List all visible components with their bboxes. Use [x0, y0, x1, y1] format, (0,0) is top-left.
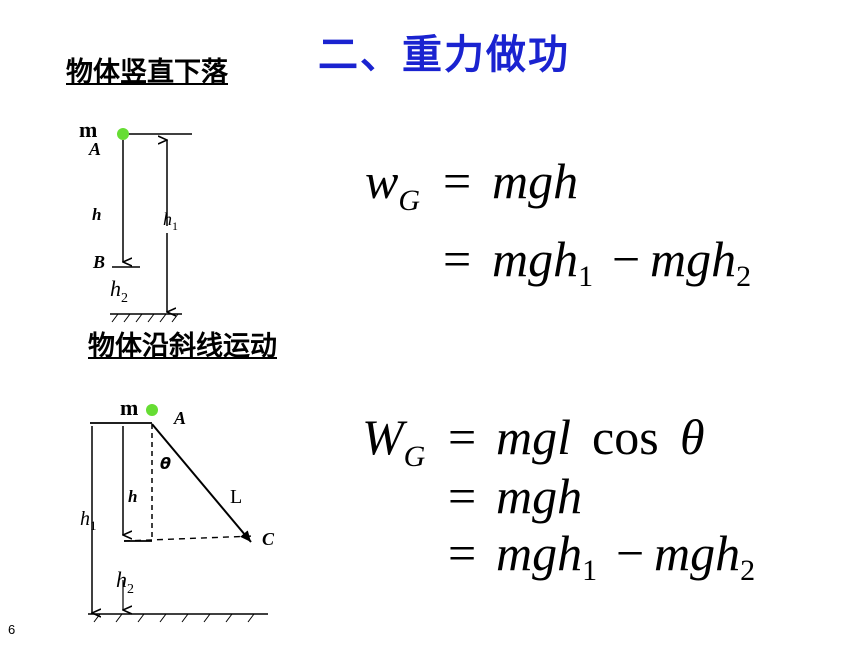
- label-h2: h2: [110, 276, 128, 306]
- label-m: m: [120, 395, 138, 420]
- label-h: h: [128, 487, 137, 506]
- label-L: L: [230, 486, 242, 508]
- formula2-eq1: =: [448, 409, 476, 465]
- formula2-line2: mgh: [496, 468, 582, 524]
- formula1-eq2: =: [443, 231, 471, 287]
- formula-vertical-fall: wG = mgh = mgh1 − mgh2: [365, 153, 751, 293]
- incline-motion-diagram: m A θ L h C h1 h2: [80, 395, 275, 623]
- formula1-minus: −: [612, 231, 640, 287]
- formula2-line3-a: mgh1: [496, 525, 597, 587]
- label-h: h: [92, 205, 101, 224]
- formula2-lhs: WG: [362, 409, 426, 473]
- formula2-line3-b: mgh2: [654, 525, 755, 587]
- formula1-line2-a: mgh1: [492, 231, 593, 293]
- formula2-eq3: =: [448, 525, 476, 581]
- formula2-line1-cos: cos: [592, 409, 659, 465]
- formula2-line1-theta: θ: [680, 409, 705, 465]
- formula2-line1-a: mgl: [496, 409, 571, 465]
- mass-dot: [117, 128, 129, 140]
- label-A: A: [88, 139, 101, 159]
- label-theta: θ: [160, 454, 171, 473]
- label-B: B: [92, 252, 105, 272]
- label-h2: h2: [116, 567, 134, 597]
- label-h1: h1: [80, 508, 97, 533]
- ground-hatching: [93, 613, 255, 623]
- label-m: m: [79, 117, 97, 142]
- label-A: A: [173, 408, 186, 428]
- formula1-line2-b: mgh2: [650, 231, 751, 293]
- incline-arrow-L: [151, 423, 252, 543]
- formula2-minus: −: [616, 525, 644, 581]
- formula2-eq2: =: [448, 468, 476, 524]
- page-number: 6: [8, 622, 16, 637]
- formula1-lhs: wG: [365, 153, 420, 217]
- section-heading-incline-motion: 物体沿斜线运动: [88, 331, 277, 362]
- formula1-line1: mgh: [492, 153, 578, 209]
- mass-dot: [146, 404, 158, 416]
- vertical-fall-diagram: m A h B h1 h2: [79, 117, 192, 323]
- label-C: C: [262, 529, 275, 549]
- label-h1: h1: [163, 209, 178, 233]
- section-heading-vertical-fall: 物体竖直下落: [66, 57, 228, 88]
- formula1-eq1: =: [443, 153, 471, 209]
- page-title: 二、重力做功: [318, 32, 570, 78]
- ground-hatching: [111, 313, 179, 323]
- formula-incline-motion: WG = mgl cos θ = mgh = mgh1 − mgh2: [362, 409, 755, 587]
